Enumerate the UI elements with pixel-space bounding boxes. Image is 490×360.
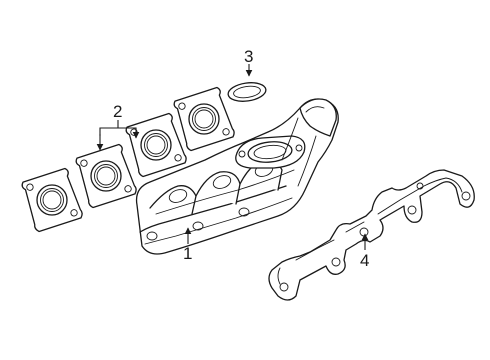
heat-shield xyxy=(268,169,475,301)
port-gasket-1 xyxy=(19,167,85,233)
callout-leaders xyxy=(96,64,369,250)
callout-4: 4 xyxy=(360,251,369,270)
flange-gasket xyxy=(227,82,267,102)
callout-2: 2 xyxy=(113,102,122,121)
exhaust-manifold xyxy=(135,98,339,255)
callout-1: 1 xyxy=(183,244,192,263)
callout-3: 3 xyxy=(244,47,253,66)
port-gasket-2 xyxy=(73,143,139,209)
port-gasket-4 xyxy=(171,86,237,152)
port-gasket-3 xyxy=(123,112,189,178)
